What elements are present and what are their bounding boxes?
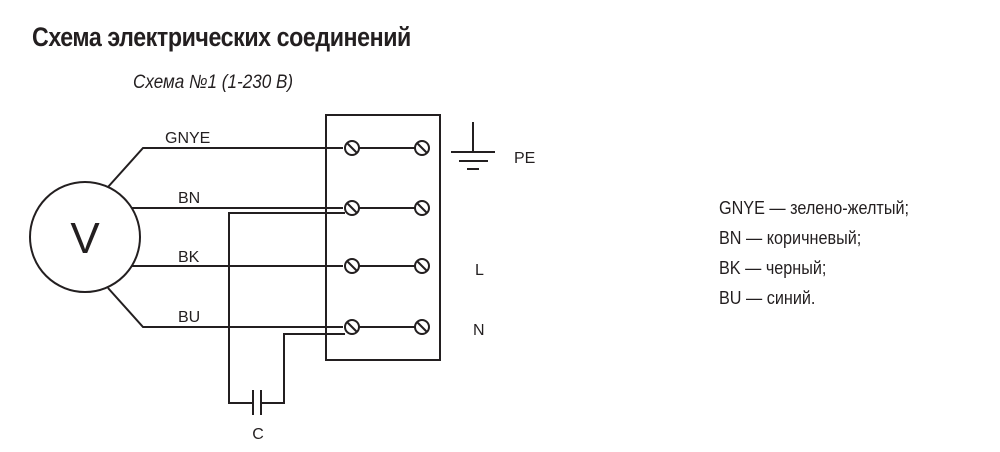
- wire-bu: [107, 287, 343, 328]
- motor-symbol: V: [70, 214, 100, 263]
- screw-terminal-icon: [414, 140, 430, 156]
- capacitor-label: C: [252, 426, 264, 443]
- screw-terminal-icon: [414, 200, 430, 216]
- legend-item: BN — коричневый;: [719, 228, 862, 248]
- capacitor-wire-right: [261, 333, 345, 404]
- motor-circle: [29, 181, 141, 293]
- wire-label-bk: BK: [178, 249, 200, 266]
- scheme-subtitle: Схема №1 (1-230 В): [133, 72, 294, 93]
- screw-terminal-icon: [344, 258, 360, 274]
- wire-label-gnye: GNYE: [165, 130, 210, 147]
- capacitor-wire-left: [228, 212, 345, 404]
- screw-terminal-icon: [344, 140, 360, 156]
- wire-label-bn: BN: [178, 190, 200, 207]
- screw-terminal-icon: [344, 319, 360, 335]
- screw-terminal-icon: [414, 258, 430, 274]
- screw-terminal-icon: [344, 200, 360, 216]
- wire-label-bu: BU: [178, 309, 200, 326]
- screw-terminal-icon: [414, 319, 430, 335]
- wire-gnye: [107, 147, 343, 188]
- legend-item: BK — черный;: [719, 258, 827, 278]
- legend-item: GNYE — зелено-желтый;: [719, 198, 910, 218]
- page-title: Схема электрических соединений: [32, 22, 411, 52]
- color-legend: GNYE — зелено-желтый; BN — коричневый; B…: [719, 193, 909, 313]
- legend-item: BU — синий.: [719, 288, 816, 308]
- terminal-block: [325, 114, 441, 361]
- terminal-label-n: N: [473, 322, 485, 339]
- terminal-label-l: L: [475, 262, 484, 279]
- terminal-label-pe: PE: [514, 150, 535, 167]
